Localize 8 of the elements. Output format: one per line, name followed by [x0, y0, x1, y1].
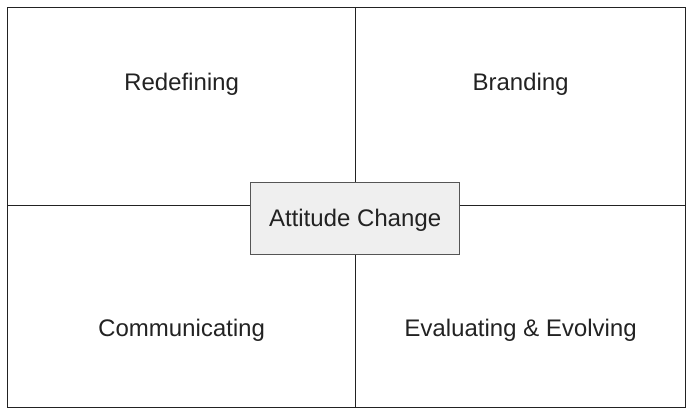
quadrant-panel: [7, 205, 356, 408]
center-box: [250, 182, 460, 255]
quadrant-label: Branding: [471, 68, 570, 98]
quadrant-label: Evaluating & Evolving: [403, 314, 638, 344]
quadrant-panel: [355, 205, 686, 408]
quadrant-label: Redefining: [123, 68, 240, 98]
quadrant-label: Communicating: [97, 314, 266, 344]
center-label: Attitude Change: [268, 204, 442, 234]
